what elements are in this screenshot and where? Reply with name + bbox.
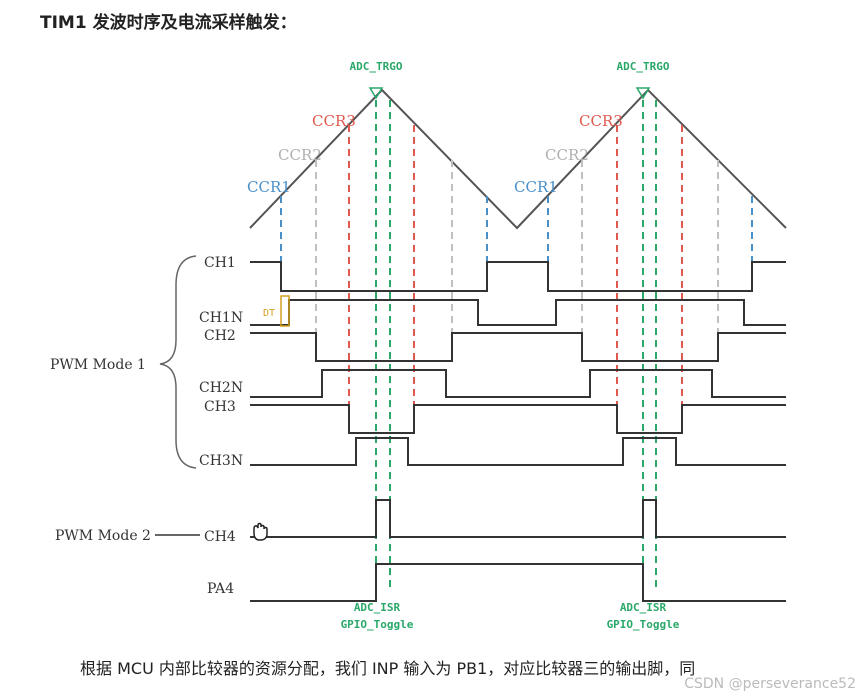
caption-text: 根据 MCU 内部比较器的资源分配，我们 INP 输入为 PB1，对应比较器三的… [80,659,696,678]
adc-trgo-arrow [368,87,384,100]
adc-isr-label: ADC_ISR [354,601,401,614]
hand-cursor-icon [253,522,268,541]
ch1-waveform [250,261,786,292]
ch1-label: CH1 [204,255,236,271]
ch4-waveform [250,499,786,538]
gpio-toggle-label: GPIO_Toggle [607,618,680,631]
ch2-label: CH2 [204,328,236,344]
adc-trgo-label: ADC_TRGO [350,60,403,73]
watermark: CSDN @perseverance52 [684,676,856,692]
pwm-mode-1-brace [159,255,197,469]
ch2n-waveform [250,369,786,398]
ch3n-waveform [250,437,786,466]
pwm-mode-1-label: PWM Mode 1 [50,357,146,373]
ch2n-label: CH2N [199,380,243,396]
adc-trgo-label: ADC_TRGO [617,60,670,73]
adc-isr-label: ADC_ISR [620,601,667,614]
ccr2-label: CCR2 [278,146,322,164]
pwm-mode-2-label: PWM Mode 2 [55,528,151,544]
page-title: TIM1 发波时序及电流采样触发： [40,13,297,33]
pa4-label: PA4 [207,581,234,597]
ccr3-label: CCR3 [579,112,623,130]
ch3n-label: CH3N [199,453,243,469]
dead-time-box [280,295,290,327]
ch2-waveform [250,332,786,362]
carrier-triangle-wave [249,88,787,230]
ccr1-label: CCR1 [514,178,558,196]
ch4-label: CH4 [204,529,236,545]
adc-trgo-arrow [635,87,651,100]
pa4-waveform [250,563,786,602]
ch3-waveform [250,404,786,434]
ccr3-label: CCR3 [312,112,356,130]
ccr1-label: CCR1 [247,178,291,196]
ch3-label: CH3 [204,399,236,415]
ch1n-waveform [250,299,786,326]
ccr2-label: CCR2 [545,146,589,164]
gpio-toggle-label: GPIO_Toggle [341,618,414,631]
dead-time-label: DT [263,308,275,319]
ch1n-label: CH1N [199,310,243,326]
